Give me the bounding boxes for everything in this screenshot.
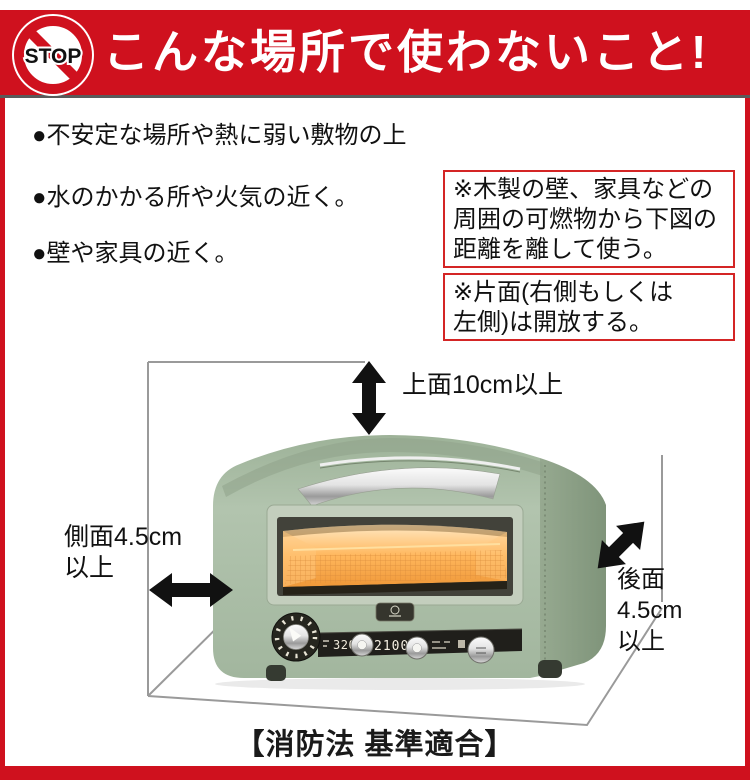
- frame-border-left: [0, 10, 5, 780]
- panel-temp-marking: 320: [333, 638, 356, 652]
- clearance-arrow-rear: [597, 521, 645, 569]
- note-box-combustibles: ※木製の壁、家具などの 周囲の可燃物から下図の 距離を離して使う。: [443, 170, 735, 268]
- rear-clearance-line2: 4.5cm: [617, 597, 683, 624]
- warning-banner: [0, 10, 750, 95]
- temperature-dial: [271, 612, 321, 662]
- side-clearance-label: 側面4.5cm 以上: [64, 522, 182, 584]
- clearance-arrow-top: [352, 361, 386, 435]
- control-knobs: [350, 633, 495, 664]
- oven-window: [266, 504, 524, 606]
- note-line: ※木製の壁、家具などの: [453, 176, 714, 203]
- side-clearance-line2: 以上: [64, 554, 115, 582]
- stop-sign-label: STOP: [25, 45, 82, 68]
- warning-bullet-walls-furniture: ●壁や家具の近く。: [32, 240, 239, 267]
- handle-slot-trim: [319, 456, 521, 471]
- oven-handle: [297, 467, 501, 507]
- handle-slot-shadow: [319, 460, 521, 473]
- note-line: 周囲の可燃物から下図の: [453, 206, 717, 233]
- oven-shadow: [215, 678, 585, 690]
- note-line: 左側)は開放する。: [453, 309, 653, 336]
- warning-bullet-unstable-surface: ●不安定な場所や熱に弱い敷物の上: [32, 122, 407, 149]
- frame-border-right: [745, 10, 750, 780]
- top-clearance-label: 上面10cm以上: [402, 371, 564, 399]
- note-line: 距離を離して使う。: [453, 236, 667, 263]
- panel-timer-marking: 2100: [374, 639, 409, 654]
- page-title: こんな場所で使わないこと!: [103, 26, 710, 78]
- oven-side-face: [540, 458, 606, 676]
- oven-control-panel: 320 2100: [271, 612, 523, 664]
- stop-sign-icon: STOP: [12, 14, 94, 96]
- oven-feet: [266, 660, 562, 681]
- note-box-open-side: ※片面(右側もしくは 左側)は開放する。: [443, 273, 735, 341]
- oven-top-shading: [222, 438, 544, 497]
- rear-clearance-line3: 以上: [617, 628, 665, 655]
- toaster-oven-illustration: 320 2100: [213, 435, 606, 690]
- warning-bullet-water-fire: ●水のかかる所や火気の近く。: [32, 184, 359, 211]
- frame-border-bottom: [0, 766, 750, 780]
- brand-badge: [375, 602, 415, 622]
- side-clearance-line1: 側面4.5cm: [64, 523, 183, 551]
- rear-clearance-line1: 後面: [617, 566, 665, 593]
- fire-law-compliance-caption: 【消防法 基準適合】: [235, 729, 515, 761]
- clearance-arrow-side: [149, 573, 233, 607]
- note-line: ※片面(右側もしくは: [453, 279, 674, 306]
- rear-clearance-label: 後面 4.5cm 以上: [617, 564, 682, 657]
- banner-shadow: [0, 95, 750, 98]
